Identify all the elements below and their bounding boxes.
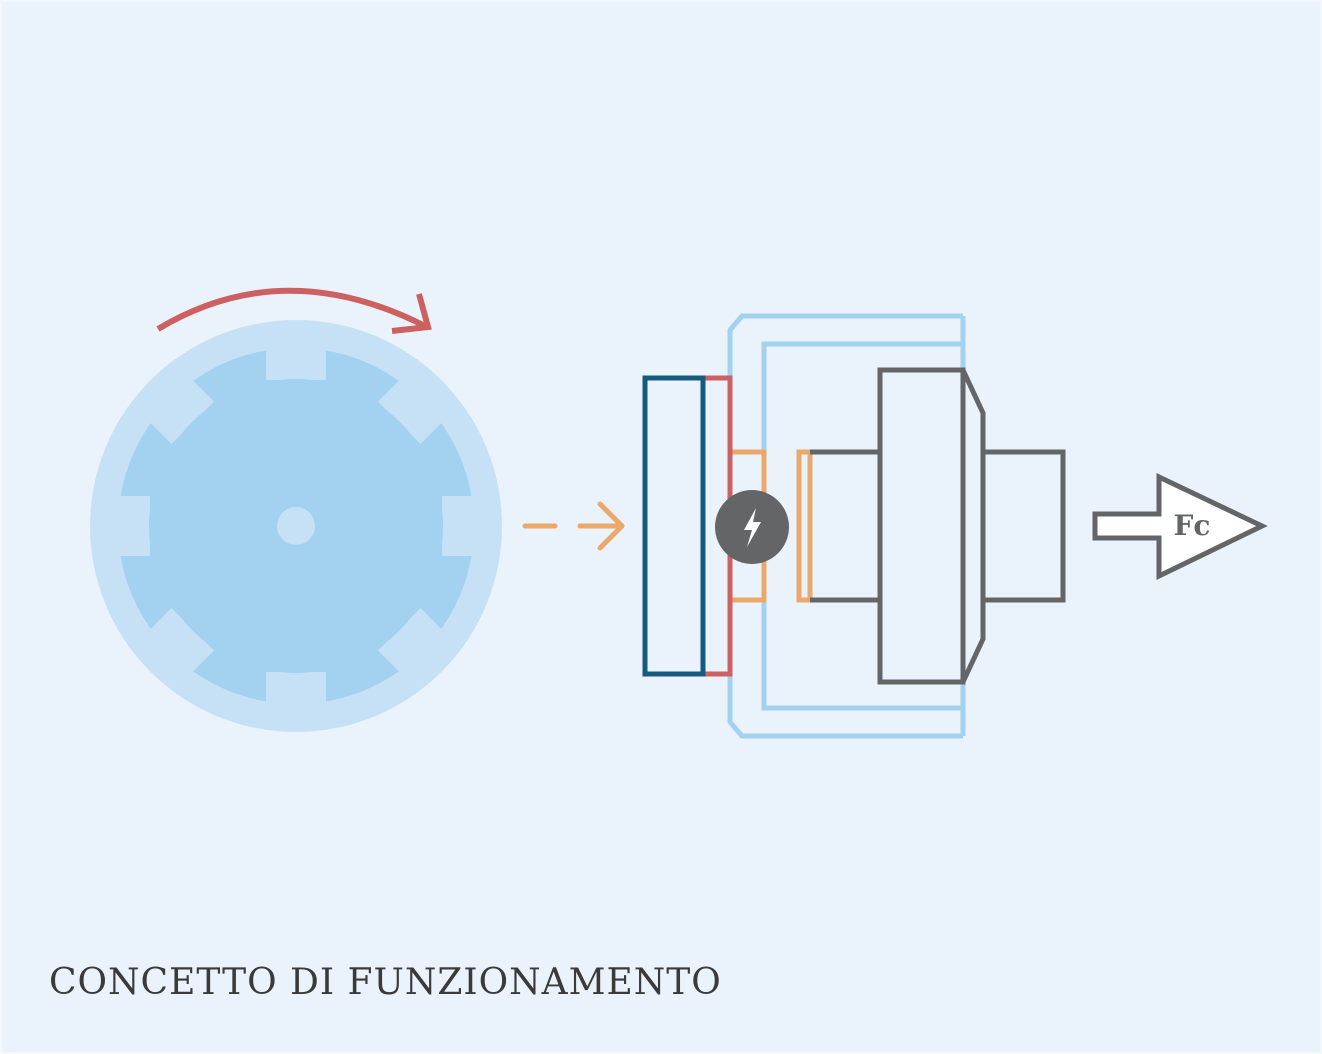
dashed-arrow-icon [522, 501, 625, 551]
piston-body [877, 367, 966, 685]
rotation-arrow-icon [156, 287, 432, 334]
output-shaft [980, 449, 1066, 603]
disc-slot [146, 376, 214, 444]
magnet-block [642, 375, 706, 677]
force-arrow-icon: Fc [1092, 473, 1268, 580]
rotating-disc [90, 320, 502, 732]
force-arrow-outline [1092, 473, 1268, 580]
disc-slot [378, 376, 446, 444]
disc-axle [277, 507, 315, 545]
piston-assembly [810, 367, 1066, 685]
disc-slot [266, 672, 326, 708]
disc-slot [114, 496, 150, 556]
lightning-bolt-icon [744, 508, 761, 547]
piston-taper [960, 368, 986, 684]
disc-slot [146, 608, 214, 676]
orange-plate [796, 449, 813, 603]
disc-slots [114, 344, 478, 708]
force-label: Fc [1174, 509, 1211, 542]
housing-inner [761, 341, 963, 711]
disc-slot [378, 608, 446, 676]
rotation-arrow-arc [156, 287, 427, 332]
rotation-arrow-head [391, 293, 432, 334]
energy-indicator [715, 490, 789, 564]
diagram-caption: CONCETTO DI FUNZIONAMENTO [49, 962, 722, 1003]
dashed-arrow-head [597, 501, 625, 551]
disc-slot [266, 344, 326, 380]
disc-slot [442, 496, 478, 556]
